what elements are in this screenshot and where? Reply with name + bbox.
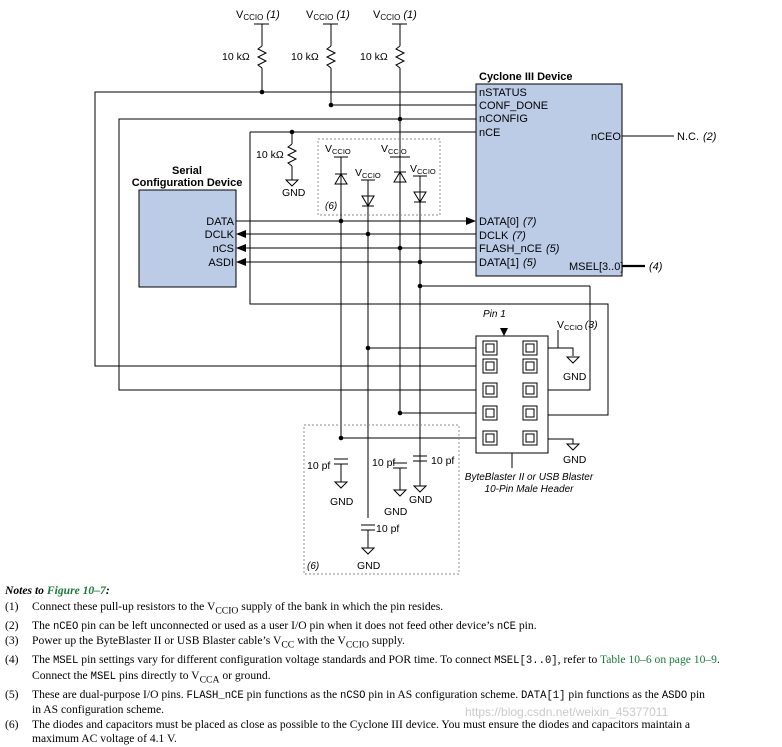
diode-box-note: (6) [325,201,337,212]
pullup-1-label: 10 kΩ [222,51,250,63]
pin-data1: DATA[1](5) [479,257,537,269]
pin-nceo: nCEO [591,131,621,143]
header-gnd-1: GND [563,371,587,383]
pin-conf-done: CONF_DONE [479,100,548,112]
pin-nce: nCE [479,127,500,139]
serial-config-device-box [138,189,237,288]
cap-label-4: 10 pf [376,523,399,535]
scd-pin-data: DATA [206,216,234,228]
cap-label-1: 10 pf [307,460,330,472]
table-ref-link[interactable]: Table 10–6 on page 10–9 [599,653,717,666]
svg-text:VCCIO(1): VCCIO(1) [306,9,350,22]
scd-pin-dclk: DCLK [205,229,235,241]
cyclone-title: Cyclone III Device [479,71,573,83]
diode-box [317,138,441,216]
svg-text:VCCIO: VCCIO [381,143,407,156]
cyclone-device-box [475,83,623,277]
pin-data0: DATA[0](7) [479,216,537,228]
scd-title-2: Configuration Device [132,177,243,189]
capacitor-box [303,424,460,575]
figure-ref-link[interactable]: Figure 10–7 [46,584,106,597]
pullup-2-label: 10 kΩ [291,51,319,63]
cap-box-note: (6) [307,561,319,572]
pin-flash-nce: FLASH_nCE(5) [479,243,560,255]
header-pins [482,340,538,446]
pin-dclk: DCLK(7) [479,230,526,242]
junction-dots [259,89,423,441]
nceo-nc-label: N.C.(2) [677,131,717,143]
svg-text:VCCIO(1): VCCIO(1) [373,9,417,22]
scd-title-1: Serial [172,165,202,177]
notes-title: Notes to Figure 10–7: [5,584,110,597]
gnd-symbols-header [565,356,581,451]
capacitors [333,455,428,555]
vccio-pullup-1: VCCIO(1) [236,9,280,22]
note-1: (1)Connect these pull-up resistors to th… [5,599,444,616]
watermark: https://blog.csdn.net/weixin_45377011 [465,705,669,719]
msel-note: (4) [649,261,663,273]
svg-text:VCCIO: VCCIO [355,167,381,180]
note-2: (2)The nCEO pin can be left unconnected … [5,618,537,633]
note-6: (6)The diodes and capacitors must be pla… [5,717,691,746]
pin-nstatus: nSTATUS [479,87,527,99]
diode-vccio-labels: VCCIO VCCIO VCCIO VCCIO [325,143,436,180]
pin-msel: MSEL[3..0] [569,261,623,273]
pullup-3-label: 10 kΩ [360,51,388,63]
header-caption-2: 10-Pin Male Header [485,484,575,495]
header-pin1-label: Pin 1 [483,309,506,320]
svg-text:VCCIO: VCCIO [410,163,436,176]
configuration-schematic: VCCIO(1) VCCIO(1) VCCIO(1) 10 kΩ 10 kΩ 1… [94,9,717,575]
gnd-symbol-nce [284,179,300,187]
header-gnd-2: GND [563,454,587,466]
pin-nconfig: nCONFIG [479,113,528,125]
cap-gnd-3: GND [409,494,433,506]
figure-notes: Notes to Figure 10–7: (1)Connect these p… [5,584,777,747]
scd-pin-ncs: nCS [213,243,234,255]
svg-text:VCCIO: VCCIO [325,143,351,156]
vccio-pullup-3: VCCIO(1) [373,9,417,22]
scd-pin-asdi: ASDI [208,257,234,269]
cap-label-3: 10 pf [431,455,454,467]
header-vccio-label: VCCIO(3) [557,319,598,332]
note-5: (5)These are dual-purpose I/O pins. FLAS… [5,687,705,717]
note-4: (4)The MSEL pin settings vary for differ… [5,653,720,685]
vccio-pullup-2: VCCIO(1) [306,9,350,22]
cap-label-2: 10 pf [372,457,395,469]
diodes [334,156,427,221]
arrowheads [236,217,508,336]
note-3: (3)Power up the ByteBlaster II or USB Bl… [5,634,405,651]
cap-gnd-2: GND [384,506,408,518]
svg-text:VCCIO(1): VCCIO(1) [236,9,280,22]
pulldown-label: 10 kΩ [256,149,284,161]
header-caption-1: ByteBlaster II or USB Blaster [465,472,594,483]
cap-gnd-4: GND [357,560,381,572]
gnd-label-nce: GND [282,187,306,199]
cap-gnd-1: GND [330,496,354,508]
